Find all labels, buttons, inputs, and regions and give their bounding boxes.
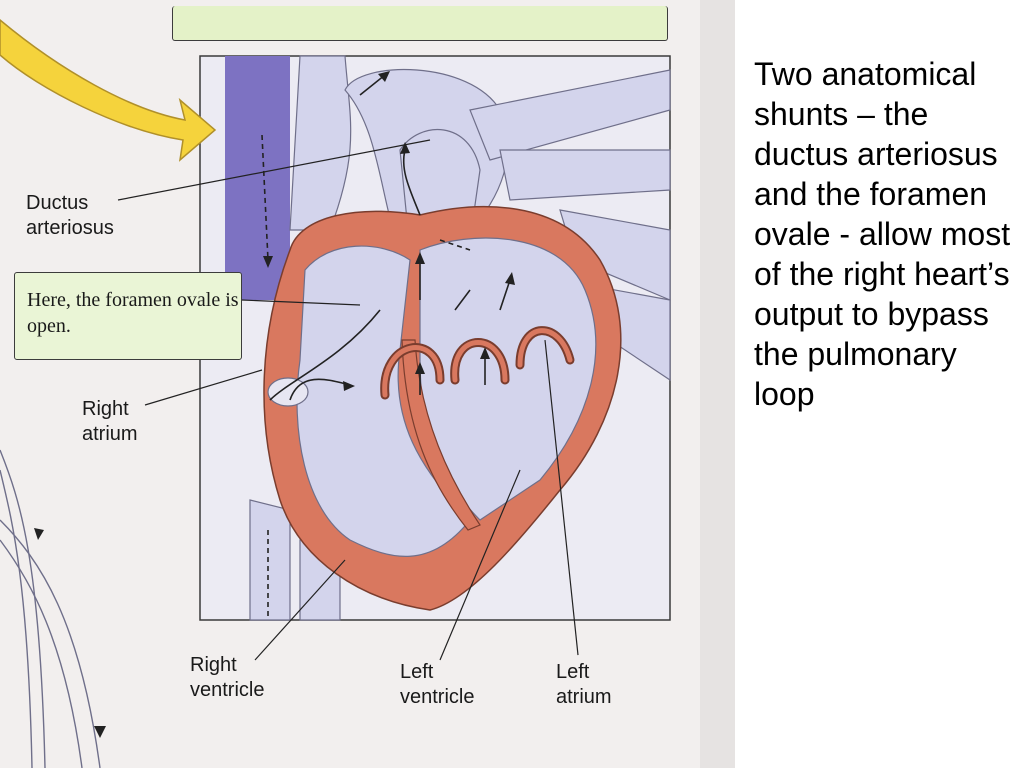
foramen-callout: Here, the foramen ovale is open. <box>14 272 242 360</box>
label-left-ventricle: Left ventricle <box>400 661 475 708</box>
septum <box>401 339 481 531</box>
label-left-atrium: Left atrium <box>556 661 612 708</box>
heart-diagram <box>0 0 735 768</box>
leader-lines <box>117 139 579 661</box>
superior-vena-cava <box>225 56 290 300</box>
foramen-ovale <box>267 377 309 407</box>
heart-diagram-panel: Here, the foramen ovale is open. Ductus … <box>0 0 735 768</box>
yellow-flow-arrow <box>0 19 217 162</box>
top-callout-box <box>172 6 668 41</box>
umbilical-vessels <box>0 449 101 768</box>
label-ductus-arteriosus: Ductus arteriosus <box>26 192 114 239</box>
arrow-heads <box>263 71 515 391</box>
flow-arrows <box>261 74 511 620</box>
label-right-atrium: Right atrium <box>82 398 138 445</box>
label-right-ventricle: Right ventricle <box>190 654 265 701</box>
slide-body-text: Two anatomical shunts – the ductus arter… <box>754 56 1011 412</box>
